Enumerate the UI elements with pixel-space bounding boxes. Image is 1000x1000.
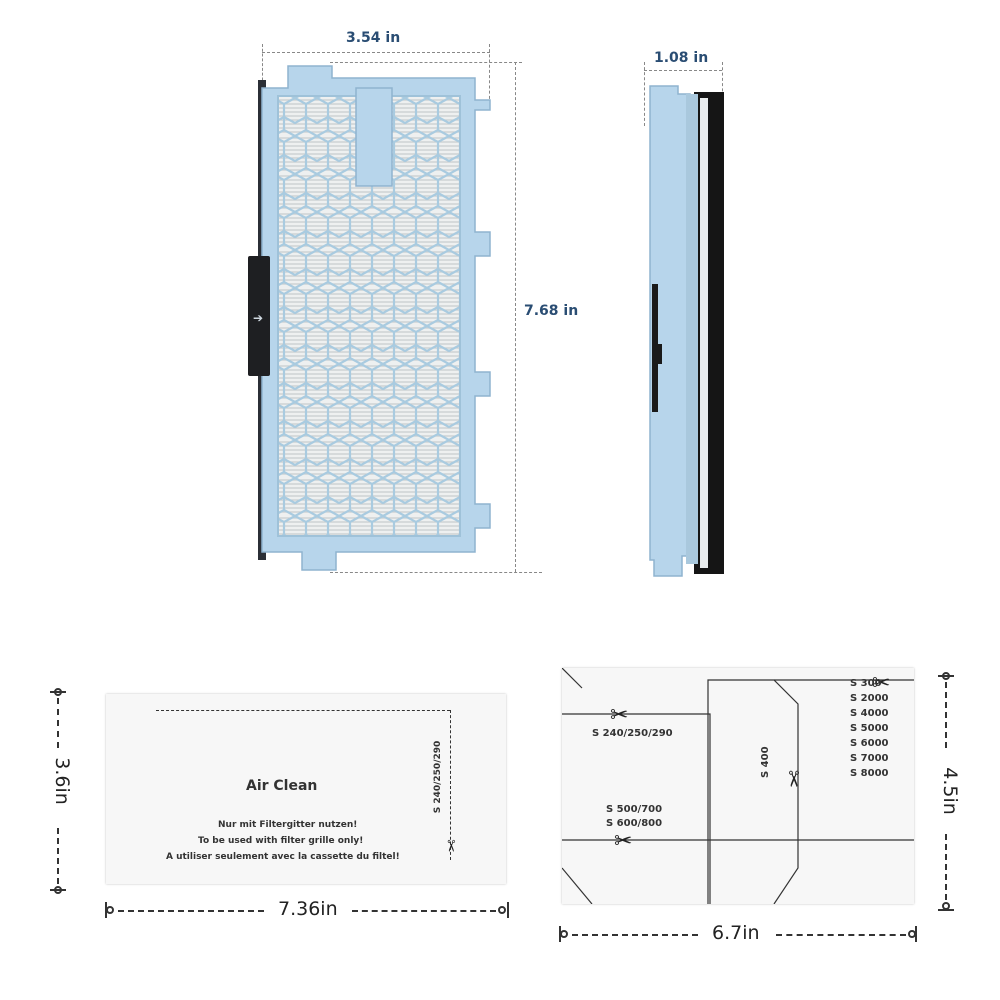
height-dimension-top bbox=[330, 62, 522, 63]
right-width-label: 6.7in bbox=[712, 922, 760, 944]
depth-dimension-line bbox=[644, 70, 722, 71]
sheet-instruction-en: To be used with filter grille only! bbox=[198, 836, 364, 846]
left-width-label: 7.36in bbox=[278, 898, 338, 920]
depth-dimension-tick-right bbox=[722, 62, 723, 102]
model-list-item: S 4000 bbox=[850, 708, 889, 719]
depth-dimension-label: 1.08 in bbox=[654, 50, 709, 66]
left-width-cap-left bbox=[105, 902, 107, 918]
left-width-start-marker bbox=[106, 906, 114, 914]
right-height-cap-top bbox=[938, 675, 954, 677]
model-list-item: S 2000 bbox=[850, 693, 889, 704]
right-width-cap-right bbox=[915, 926, 917, 942]
sheet-instruction-fr: A utiliser seulement avec la cassette du… bbox=[166, 852, 400, 862]
left-width-dash-left bbox=[118, 910, 264, 912]
width-dimension-tick-right bbox=[489, 44, 490, 104]
sheet-instruction-de: Nur mit Filtergitter nutzen! bbox=[218, 820, 358, 830]
depth-dimension-tick-left bbox=[644, 62, 645, 126]
scissors-icon: ✂ bbox=[614, 828, 633, 853]
left-height-cap-top bbox=[50, 691, 66, 693]
right-width-dash-left bbox=[572, 934, 698, 936]
scissors-icon: ✂ bbox=[872, 670, 891, 695]
height-dimension-line bbox=[515, 62, 516, 572]
height-dimension-label: 7.68 in bbox=[524, 303, 579, 319]
left-height-label: 3.6in bbox=[50, 757, 73, 805]
right-filter-sheet: ✂ S 240/250/290 S 500/700 S 600/800 ✂ S … bbox=[562, 668, 914, 904]
filter-front-view: 3.54 in 7.68 in ➔ bbox=[248, 30, 579, 573]
left-height-cap-bottom bbox=[50, 889, 66, 891]
model-label-c: S 400 bbox=[760, 746, 771, 778]
filter-front-image: ➔ bbox=[248, 65, 491, 571]
left-height-dash-bottom bbox=[57, 828, 59, 884]
model-list: S 300 S 2000 S 4000 S 5000 S 6000 S 7000… bbox=[850, 676, 889, 781]
model-label-b1: S 500/700 bbox=[606, 804, 663, 815]
model-label-b2: S 600/800 bbox=[606, 818, 663, 829]
model-list-item: S 7000 bbox=[850, 753, 889, 764]
scissors-icon: ✂ bbox=[441, 839, 459, 853]
height-dimension-bottom bbox=[330, 572, 542, 573]
right-height-dash-bottom bbox=[945, 834, 947, 900]
left-width-dash-right bbox=[352, 910, 496, 912]
model-list-item: S 300 bbox=[850, 678, 882, 689]
filter-side-view: 1.08 in bbox=[600, 0, 800, 600]
right-width-dash-right bbox=[776, 934, 906, 936]
right-height-dash-top bbox=[945, 682, 947, 748]
left-width-cap-right bbox=[507, 902, 509, 918]
width-dimension-line bbox=[262, 52, 490, 53]
sheet-cut-line-top bbox=[156, 710, 450, 711]
cut-guide-lines bbox=[562, 668, 914, 904]
model-list-item: S 6000 bbox=[850, 738, 889, 749]
scissors-icon: ✂ bbox=[610, 702, 629, 727]
scissors-icon: ✂ bbox=[781, 769, 807, 789]
right-width-start-marker bbox=[560, 930, 568, 938]
arrow-icon: ➔ bbox=[253, 311, 263, 325]
sheet-title: Air Clean bbox=[246, 778, 318, 794]
model-list-item: S 8000 bbox=[850, 768, 889, 779]
right-height-cap-bottom bbox=[938, 909, 954, 911]
left-filter-sheet: Air Clean Nur mit Filtergitter nutzen! T… bbox=[106, 694, 506, 884]
right-width-cap-left bbox=[559, 926, 561, 942]
filter-side-image bbox=[649, 85, 724, 577]
model-list-item: S 5000 bbox=[850, 723, 889, 734]
width-dimension-label: 3.54 in bbox=[346, 30, 401, 46]
right-filter-sheet-panel: ✂ S 240/250/290 S 500/700 S 600/800 ✂ S … bbox=[540, 600, 1000, 1000]
sheet-cut-line-right bbox=[450, 710, 451, 860]
left-filter-sheet-panel: 3.6in Air Clean Nur mit Filtergitter nut… bbox=[0, 600, 540, 1000]
right-height-label: 4.5in bbox=[938, 767, 961, 815]
width-dimension-tick-left bbox=[262, 44, 263, 90]
left-width-end-marker bbox=[498, 906, 506, 914]
model-label-a: S 240/250/290 bbox=[592, 728, 673, 739]
left-height-dash-top bbox=[57, 698, 59, 748]
sheet-model-label: S 240/250/290 bbox=[433, 740, 443, 814]
